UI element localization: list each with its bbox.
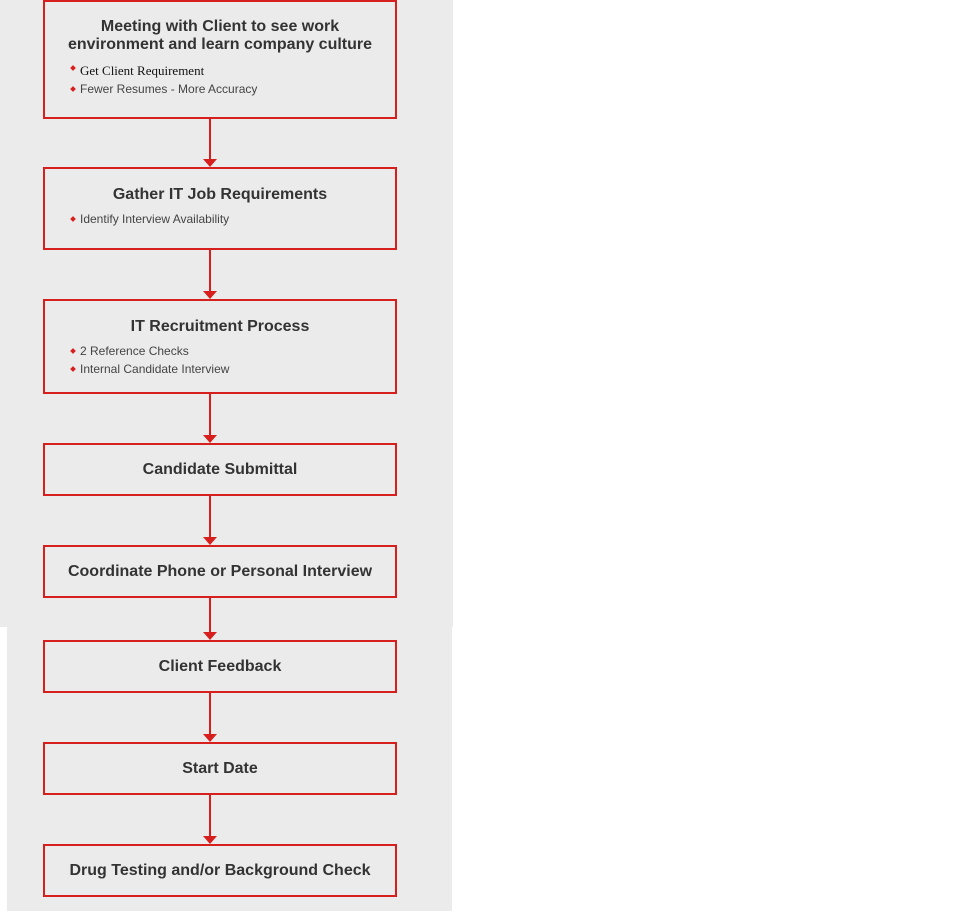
step-box-recruitment-process: IT Recruitment Process 2 Reference Check…: [43, 299, 397, 394]
step-box-background-check: Drug Testing and/or Background Check: [43, 844, 397, 897]
step-bullet: Fewer Resumes - More Accuracy: [45, 80, 395, 98]
step-bullet: Internal Candidate Interview: [45, 360, 395, 378]
step-bullet-list: Identify Interview Availability: [45, 210, 395, 228]
step-bullet: 2 Reference Checks: [45, 342, 395, 360]
flow-arrow: [203, 248, 217, 299]
step-box-candidate-submittal: Candidate Submittal: [43, 443, 397, 496]
step-bullet: Get Client Requirement: [45, 62, 395, 80]
step-box-gather-requirements: Gather IT Job Requirements Identify Inte…: [43, 167, 397, 250]
step-title: Start Date: [182, 760, 258, 777]
step-title: Candidate Submittal: [142, 461, 298, 478]
step-bullet-list: Get Client Requirement Fewer Resumes - M…: [45, 62, 395, 98]
flow-arrow: [203, 392, 217, 443]
step-title: Gather IT Job Requirements: [112, 186, 328, 203]
step-box-coordinate-interview: Coordinate Phone or Personal Interview: [43, 545, 397, 598]
step-box-start-date: Start Date: [43, 742, 397, 795]
flow-arrow: [203, 117, 217, 167]
flow-arrow: [203, 494, 217, 545]
step-bullet: Identify Interview Availability: [45, 210, 395, 228]
step-title: Coordinate Phone or Personal Interview: [67, 563, 373, 580]
flow-arrow: [203, 793, 217, 844]
step-title: IT Recruitment Process: [130, 318, 310, 335]
step-title: Meeting with Client to see work environm…: [67, 18, 373, 53]
step-box-client-feedback: Client Feedback: [43, 640, 397, 693]
flow-arrow: [203, 596, 217, 640]
flow-arrow: [203, 691, 217, 742]
step-bullet-list: 2 Reference Checks Internal Candidate In…: [45, 342, 395, 378]
step-title: Drug Testing and/or Background Check: [69, 862, 371, 879]
step-title: Client Feedback: [158, 658, 282, 675]
step-box-client-meeting: Meeting with Client to see work environm…: [43, 0, 397, 119]
